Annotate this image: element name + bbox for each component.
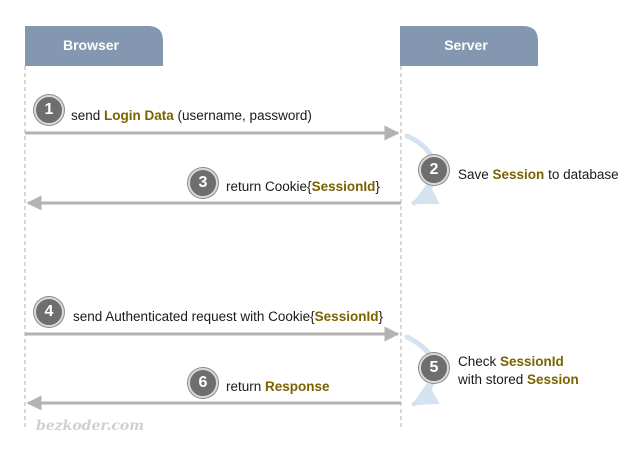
- step-5-label-line-1: Check SessionId: [458, 354, 564, 369]
- step-5-badge: 5: [419, 353, 449, 383]
- browser-header: [25, 26, 163, 66]
- watermark: bezkoder.com: [36, 418, 145, 434]
- step-2-badge: 2: [419, 155, 449, 185]
- step-2-label: Save Session to database: [458, 167, 619, 182]
- step-1-badge: 1: [34, 95, 64, 125]
- server-header-label: Server: [444, 37, 488, 53]
- step-3-badge: 3: [188, 168, 218, 198]
- step-4-badge: 4: [34, 297, 64, 327]
- step-6-label: return Response: [226, 379, 330, 394]
- step-3-label: return Cookie{SessionId}: [226, 179, 380, 194]
- step-4-label: send Authenticated request with Cookie{S…: [73, 309, 383, 324]
- server-header: [400, 26, 538, 66]
- step-6-badge: 6: [188, 368, 218, 398]
- browser-header-label: Browser: [62, 37, 120, 53]
- step-1-label: send Login Data (username, password): [71, 108, 312, 123]
- step-5-label-line-2: with stored Session: [458, 372, 579, 387]
